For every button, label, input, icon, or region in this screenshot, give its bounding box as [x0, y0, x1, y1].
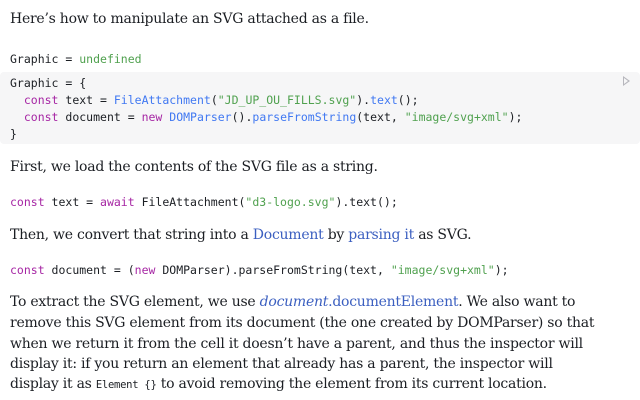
string-literal: "image/svg+xml"	[404, 110, 509, 124]
paragraph-extract-line-3: when we return it from the cell it doesn…	[10, 336, 583, 352]
code-token: ().	[231, 110, 253, 124]
code-token: document =	[58, 110, 142, 124]
paragraph-extract-line-1: To extract the SVG element, we use docum…	[10, 294, 575, 310]
class-name: DOMParser	[162, 110, 232, 124]
parsing-it-link[interactable]: parsing it	[348, 227, 414, 243]
paragraph-extract-line-4: display it: if you return an element tha…	[10, 356, 553, 372]
string-literal: "d3-logo.svg"	[245, 195, 336, 209]
function-name: text	[370, 93, 398, 107]
text: as SVG.	[414, 227, 472, 243]
code-token: FileAttachment(	[134, 195, 246, 209]
cell-line-4: }	[10, 127, 17, 141]
text: display it as	[10, 376, 96, 392]
cell-line-2: const text = FileAttachment("JD_UP_OU_FI…	[10, 93, 419, 107]
output-eq: =	[58, 52, 80, 66]
code-snippet-load: const text = await FileAttachment("d3-lo…	[10, 195, 398, 209]
code-token: DOMParser).parseFromString(text,	[155, 263, 391, 277]
output-name: Graphic	[10, 52, 59, 66]
inline-code: Element {}	[95, 379, 157, 391]
text: to avoid removing the element from its c…	[156, 376, 547, 392]
string-literal: "JD_UP_OU_FILLS.svg"	[217, 93, 357, 107]
code-snippet-parse: const document = (new DOMParser).parseFr…	[10, 263, 509, 277]
paragraph-load: First, we load the contents of the SVG f…	[10, 159, 378, 175]
intro-text: Here’s how to manipulate an SVG attached…	[10, 11, 369, 27]
function-name: parseFromString	[252, 110, 357, 124]
text: To extract the SVG element, we use	[10, 294, 260, 310]
cell-line-3: const document = new DOMParser().parseFr…	[10, 110, 523, 124]
document-link[interactable]: Document	[252, 227, 324, 243]
code-token: ).text();	[335, 195, 398, 209]
paragraph-extract-line-5: display it as Element {} to avoid removi…	[10, 376, 547, 392]
code-token: (	[210, 93, 218, 107]
text: by	[323, 227, 349, 243]
code-token: ).	[356, 93, 371, 107]
text: . We also want to	[458, 294, 576, 310]
document-element-link[interactable]: .documentElement	[328, 294, 459, 310]
keyword: new	[141, 110, 163, 124]
code-token: (text,	[356, 110, 405, 124]
code-cell[interactable]	[0, 72, 640, 144]
keyword: const	[23, 110, 59, 124]
document-element-link-italic[interactable]: document	[259, 294, 329, 310]
code-token: text =	[58, 93, 114, 107]
keyword: const	[23, 93, 59, 107]
keyword: await	[100, 195, 135, 209]
paragraph-extract-line-2: remove this SVG element from its documen…	[10, 315, 595, 331]
code-token: ();	[397, 93, 419, 107]
output-value: undefined	[79, 52, 142, 66]
function-name: FileAttachment	[113, 93, 211, 107]
keyword: new	[134, 263, 156, 277]
code-token: text =	[44, 195, 101, 209]
string-literal: "image/svg+xml"	[390, 263, 495, 277]
cell-output: Graphic = undefined	[10, 52, 142, 66]
keyword: const	[10, 263, 45, 277]
paragraph-convert: Then, we convert that string into a Docu…	[10, 227, 472, 243]
cell-line-1: Graphic = {	[10, 76, 86, 90]
play-icon[interactable]	[623, 76, 630, 86]
code-token: document = (	[44, 263, 135, 277]
code-token: );	[508, 110, 523, 124]
cell-line-4-text: }	[10, 127, 17, 141]
text: Then, we convert that string into a	[10, 227, 253, 243]
keyword: const	[10, 195, 45, 209]
code-token: );	[494, 263, 509, 277]
cell-line-1-text: Graphic = {	[10, 76, 87, 90]
